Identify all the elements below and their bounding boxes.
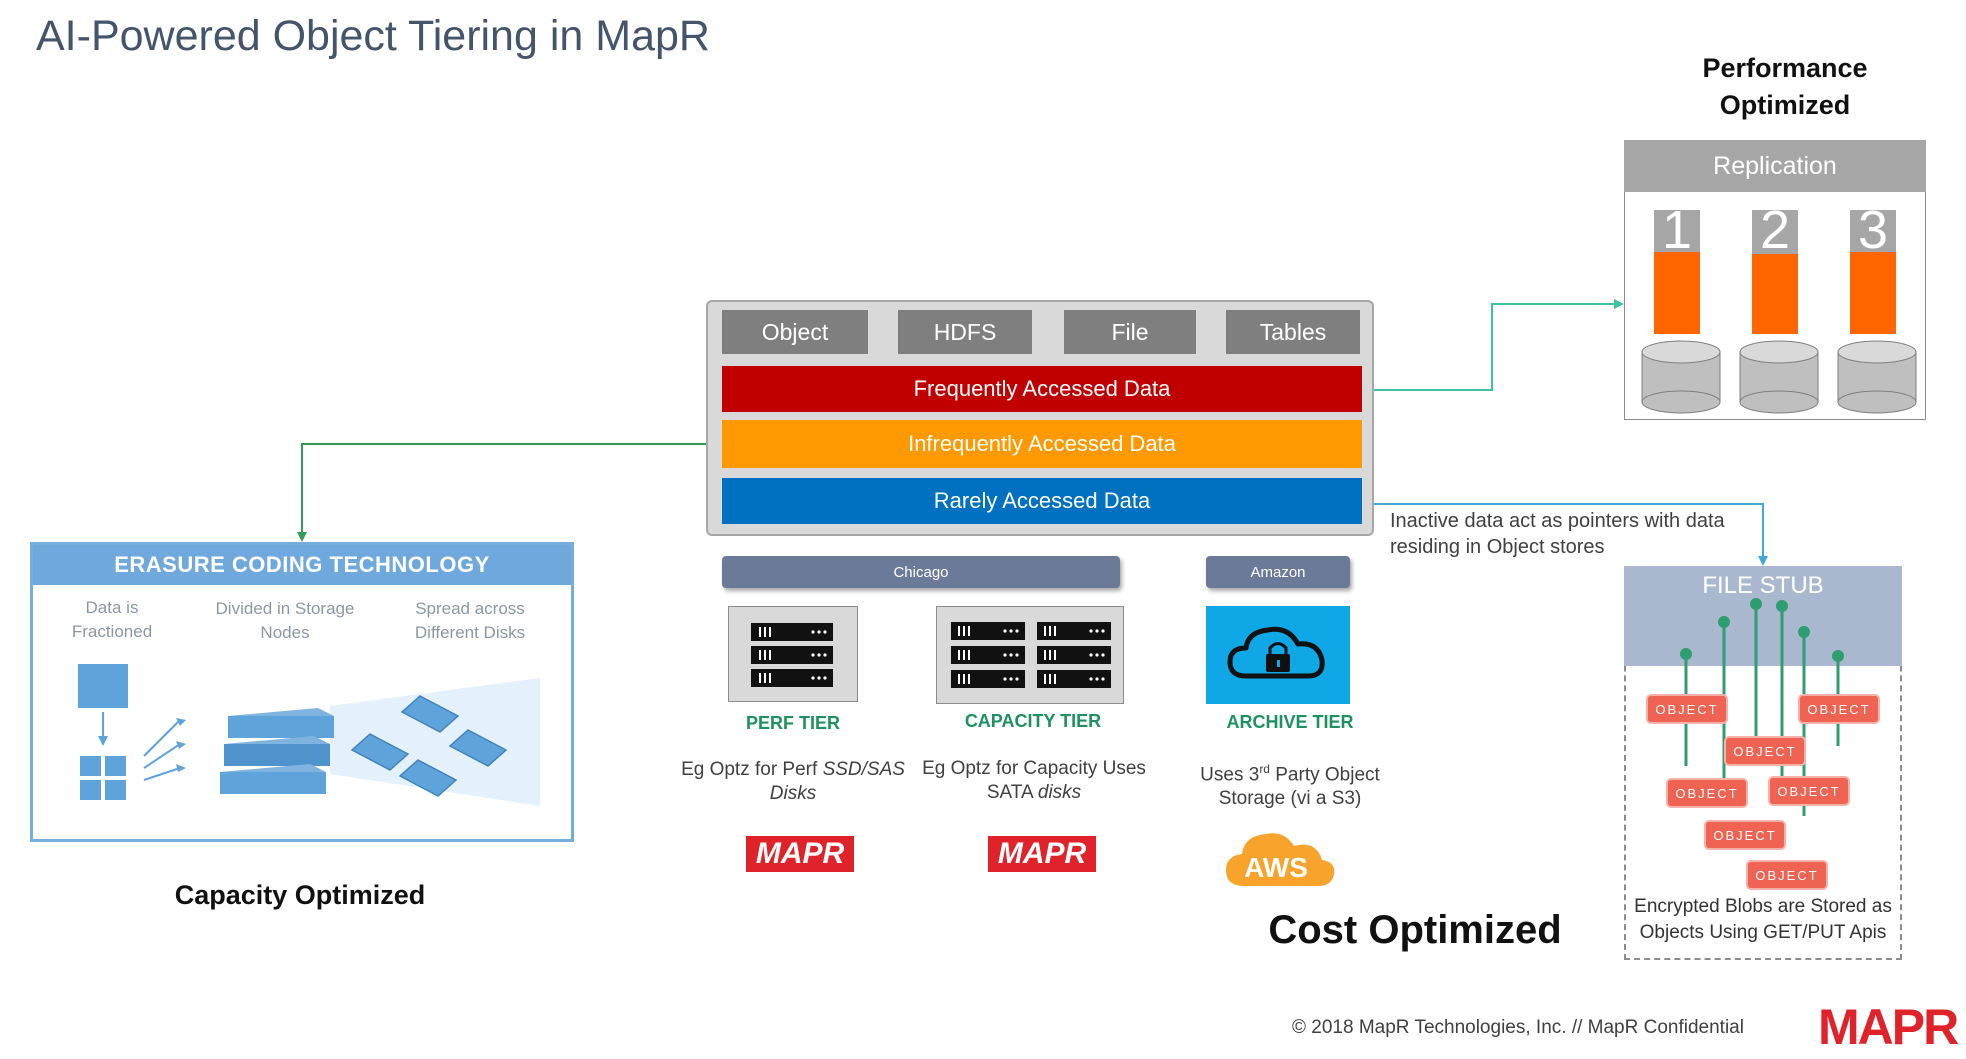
performance-optimized-heading: Performance Optimized (1640, 50, 1930, 124)
fractioned-blocks-icon (80, 756, 126, 800)
connector-to-erasure (301, 443, 706, 534)
mapr-logo-perf: MAPR (746, 836, 854, 872)
slide-title: AI-Powered Object Tiering in MapR (36, 12, 710, 60)
object-blob: OBJECT (1648, 696, 1726, 722)
protocol-tables: Tables (1226, 310, 1360, 354)
aws-logo-text: AWS (1244, 852, 1308, 883)
replica-number-1: 1 (1662, 200, 1692, 260)
protocol-hdfs: HDFS (898, 310, 1032, 354)
file-stub-header (1624, 566, 1902, 666)
capacity-desc-line1: Eg Optz for Capacity Uses (922, 758, 1146, 779)
replica-2: 2 (1739, 200, 1819, 414)
arrowhead-stub (1758, 556, 1768, 566)
performance-heading-line2: Optimized (1719, 90, 1851, 120)
ec-col1-line1: Data is (85, 598, 139, 617)
data-block-icon (78, 664, 128, 708)
capacity-tier-server (936, 606, 1124, 704)
perf-desc-text: Eg Optz for Perf (681, 759, 823, 780)
capacity-tier-description: Eg Optz for Capacity Uses SATA disks (906, 757, 1162, 805)
connector-to-stub (1362, 503, 1764, 558)
object-blob: OBJECT (1800, 696, 1878, 722)
archive-tier-label: ARCHIVE TIER (1226, 712, 1354, 732)
archive-desc-a: Uses 3 (1200, 764, 1260, 786)
replication-copies-graphic: 1 2 3 (1641, 200, 1917, 414)
erasure-step-spread: Spread across Different Disks (380, 597, 560, 645)
archive-tier-description: Uses 3rd Party Object Storage (vi a S3) (1170, 757, 1410, 811)
replica-number-2: 2 (1760, 200, 1790, 260)
object-blob: OBJECT (1668, 780, 1746, 806)
band-rarely-accessed: Rarely Accessed Data (722, 478, 1362, 524)
distribution-arrows (143, 719, 181, 781)
protocol-file: File (1064, 310, 1196, 354)
stub-text-line2: Objects Using GET/PUT Apis (1639, 922, 1887, 943)
note-line1: Inactive data act as pointers with data (1390, 510, 1725, 532)
capacity-optimized-heading: Capacity Optimized (174, 880, 426, 910)
replication-header: Replication (1624, 140, 1926, 192)
perf-tier-label: PERF TIER (745, 713, 840, 733)
erasure-step-fractioned: Data is Fractioned (52, 596, 172, 644)
erasure-coding-heading: ERASURE CODING TECHNOLOGY (33, 545, 571, 585)
mapr-footer-logo: MAPR (1818, 999, 1959, 1055)
perf-desc-line2: Disks (769, 783, 817, 804)
footer-copyright: © 2018 MapR Technologies, Inc. // MapR C… (1292, 1017, 1744, 1038)
erasure-step-divided: Divided in Storage Nodes (196, 597, 374, 645)
capacity-tier-label: CAPACITY TIER (964, 711, 1102, 731)
archive-desc-b: Party Object (1269, 764, 1380, 786)
perf-tier-server (728, 606, 858, 702)
protocol-object: Object (722, 310, 868, 354)
object-blob: OBJECT (1706, 822, 1784, 848)
erasure-coding-illustration (78, 664, 540, 806)
band-infrequently-accessed: Infrequently Accessed Data (722, 420, 1362, 468)
archive-tier-cloud-box (1206, 606, 1350, 704)
replica-3: 3 (1837, 200, 1917, 414)
ec-col3-line2: Different Disks (414, 623, 526, 642)
ec-col3-line1: Spread across (415, 599, 525, 618)
object-blob: OBJECT (1748, 862, 1826, 888)
inactive-data-note: Inactive data act as pointers with data … (1390, 508, 1725, 560)
perf-desc-em: SSD/SAS (822, 759, 905, 780)
arrowhead-replication (1614, 299, 1624, 309)
object-blob: OBJECT (1726, 738, 1804, 764)
ec-col2-line2: Nodes (260, 623, 310, 642)
note-line2: residing in Object stores (1390, 536, 1605, 558)
mapr-logo-capacity: MAPR (988, 836, 1096, 872)
storage-nodes-icon (220, 708, 334, 794)
server-rack-icon (751, 623, 833, 687)
cloud-lock-icon (1227, 626, 1325, 679)
ec-col2-line1: Divided in Storage (215, 599, 355, 618)
replica-1: 1 (1641, 200, 1721, 414)
stub-text-line1: Encrypted Blobs are Stored as (1634, 896, 1892, 917)
cost-optimized-heading: Cost Optimized (1268, 908, 1562, 952)
file-stub-heading: FILE STUB (1702, 572, 1824, 599)
location-amazon: Amazon (1206, 556, 1350, 588)
performance-heading-line1: Performance (1702, 53, 1868, 83)
file-stub-caption: Encrypted Blobs are Stored as Objects Us… (1626, 894, 1900, 946)
archive-desc-sup: rd (1259, 762, 1270, 776)
location-chicago: Chicago (722, 556, 1120, 588)
band-frequently-accessed: Frequently Accessed Data (722, 366, 1362, 412)
archive-desc-line2: Storage (vi a S3) (1218, 788, 1362, 810)
object-blob: OBJECT (1770, 778, 1848, 804)
aws-logo: AWS (1226, 833, 1335, 886)
server-rack-icon (951, 622, 1111, 688)
replica-number-3: 3 (1858, 200, 1888, 260)
capacity-desc-em: disks (1037, 782, 1082, 803)
disks-icon (350, 695, 508, 797)
perf-tier-description: Eg Optz for Perf SSD/SAS Disks (668, 758, 918, 806)
ec-col1-line2: Fractioned (71, 622, 153, 641)
arrowhead-erasure (297, 532, 307, 542)
capacity-desc-text: SATA (986, 782, 1038, 803)
connector-to-replication (1362, 303, 1616, 391)
